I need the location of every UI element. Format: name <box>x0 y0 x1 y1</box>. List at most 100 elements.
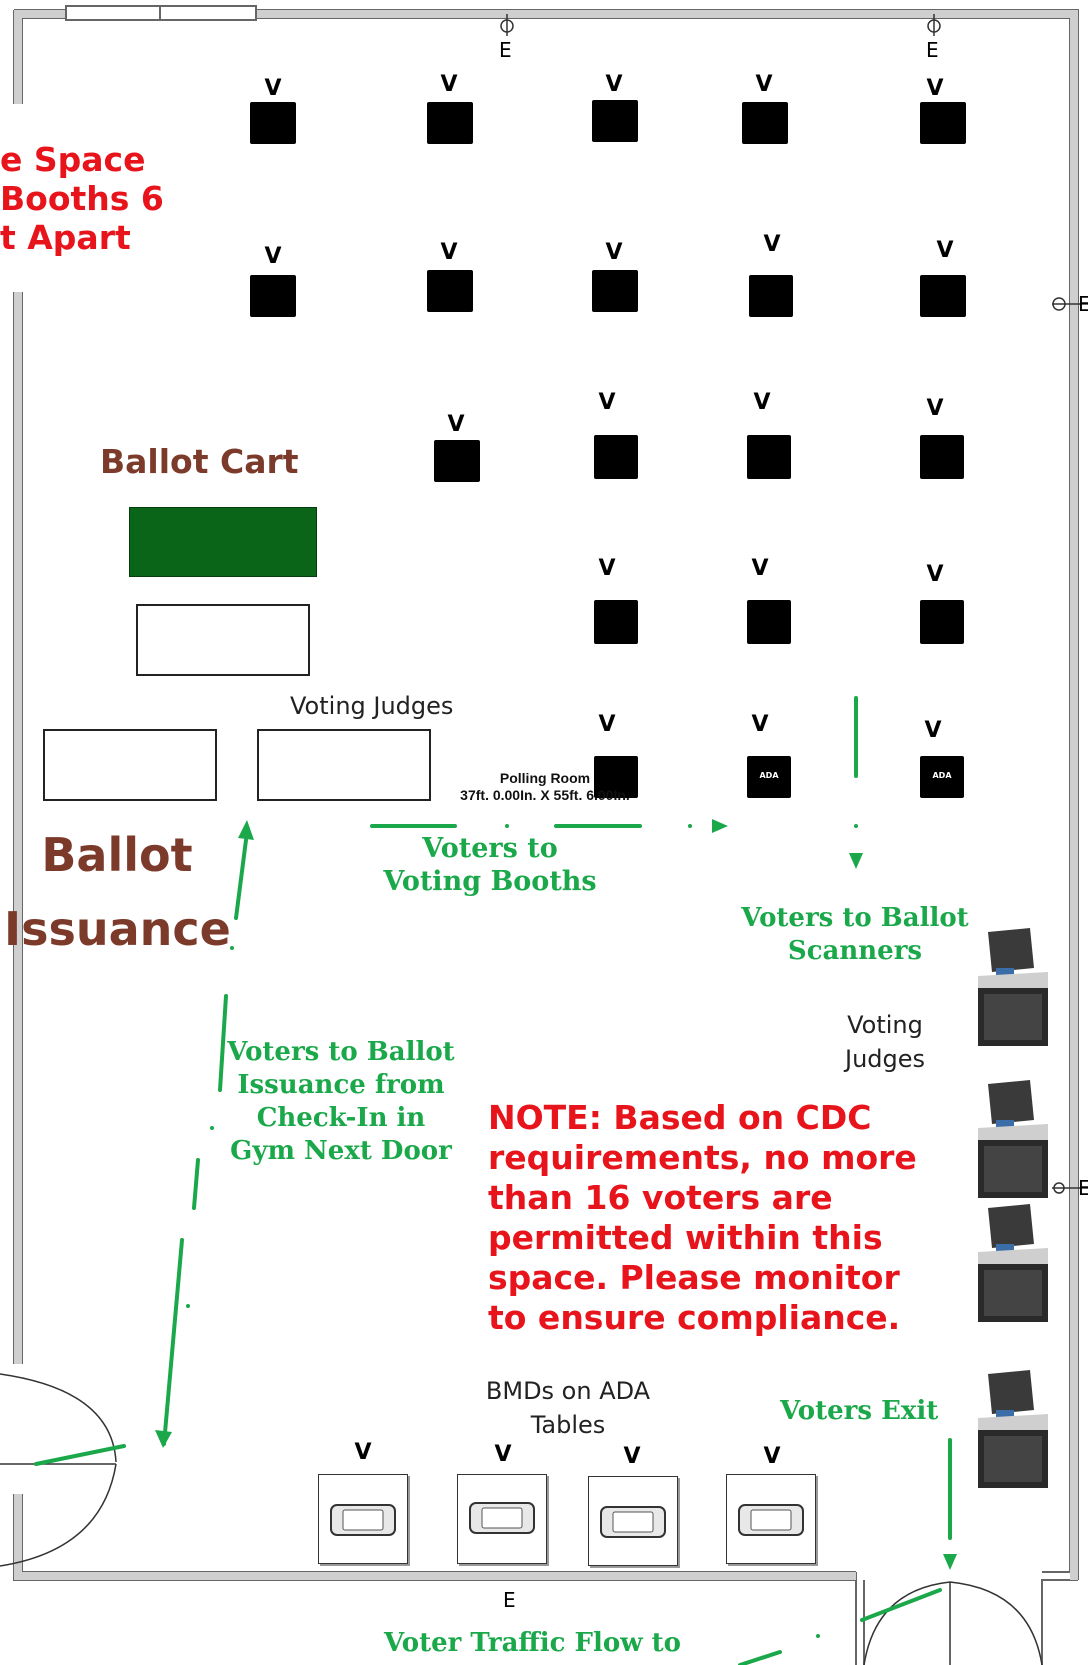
booth-v-label: V <box>598 712 616 737</box>
cdc-note-line-4: permitted within this <box>488 1218 883 1257</box>
voting-booth <box>427 270 473 312</box>
voting-booth <box>434 440 480 482</box>
bmds-line-1: BMDs on ADA <box>485 1377 651 1405</box>
voting-booth <box>592 100 638 142</box>
cdc-note: NOTE: Based on CDC requirements, no more… <box>488 1098 917 1338</box>
ballot-scanner-icon <box>978 1080 1048 1198</box>
booth-v-label: V <box>926 562 944 587</box>
outlet-label-5: E <box>503 1588 516 1612</box>
booth-v-label: V <box>763 232 781 257</box>
booth-v-label: V <box>598 390 616 415</box>
booth-spacing-line-3: t Apart <box>0 218 131 257</box>
booth-v-label: V <box>598 556 616 581</box>
table-2 <box>43 729 217 801</box>
booth-v-label: V <box>751 712 769 737</box>
tablet-icon <box>738 1504 804 1536</box>
voting-booth <box>742 102 788 144</box>
bmd-table <box>457 1474 547 1564</box>
booth-spacing-line-2: Booths 6 <box>0 179 164 218</box>
polling-room-name: Polling Room <box>499 770 591 786</box>
table-3 <box>257 729 431 801</box>
booth-v-label: V <box>936 238 954 263</box>
outlet-label-4: E <box>1078 1176 1088 1200</box>
bmd-v-label: V <box>494 1442 512 1467</box>
booth-v-label: V <box>753 390 771 415</box>
cdc-note-line-3: than 16 voters are <box>488 1178 833 1217</box>
tablet-icon <box>469 1502 535 1534</box>
booth-v-label: V <box>751 556 769 581</box>
voting-booth <box>594 600 638 644</box>
ballot-cart <box>129 507 317 577</box>
bmd-v-label: V <box>354 1440 372 1465</box>
voting-booth <box>427 102 473 144</box>
booth-spacing-note: e Space Booths 6 t Apart <box>0 140 164 257</box>
ballot-scanner-icon <box>978 1204 1048 1322</box>
voting-judges-right-line-2: Judges <box>844 1045 926 1073</box>
ballot-issuance-label: Ballot Issuance <box>4 818 231 966</box>
bmd-table <box>726 1474 816 1564</box>
outlet-label-1: E <box>499 38 512 62</box>
bmd-v-label: V <box>623 1444 641 1469</box>
bmds-label: BMDs on ADA Tables <box>468 1374 668 1442</box>
booth-v-label: V <box>264 244 282 269</box>
bmd-table <box>318 1474 408 1564</box>
tablet-icon <box>600 1506 666 1538</box>
ballot-cart-label: Ballot Cart <box>100 442 299 481</box>
voters-to-scanners-line-1: Voters to Ballot <box>741 903 969 933</box>
voting-judges-label: Voting Judges <box>290 692 454 720</box>
ballot-scanner-icon <box>978 928 1048 1046</box>
voting-booth <box>592 270 638 312</box>
voters-to-issuance-line-2: Issuance from <box>237 1070 445 1100</box>
cdc-note-line-5: space. Please monitor <box>488 1258 900 1297</box>
bmd-table <box>588 1476 678 1566</box>
traffic-flow-label: Voter Traffic Flow to <box>384 1628 681 1658</box>
outlet-label-2: E <box>926 38 939 62</box>
booth-spacing-line-1: e Space <box>0 140 146 179</box>
bmds-line-2: Tables <box>530 1411 606 1439</box>
ada-booth: ADA <box>920 756 964 798</box>
cdc-note-line-1: NOTE: Based on CDC <box>488 1098 872 1137</box>
voters-to-scanners-label: Voters to Ballot Scanners <box>730 902 980 968</box>
voters-to-issuance-line-4: Gym Next Door <box>230 1136 452 1166</box>
voters-exit-label: Voters Exit <box>780 1396 939 1426</box>
voters-to-scanners-line-2: Scanners <box>787 936 923 966</box>
voting-booth <box>594 756 638 798</box>
voting-judges-right-label: Voting Judges <box>820 1008 950 1076</box>
tablet-icon <box>330 1504 396 1536</box>
voting-booth <box>250 102 296 144</box>
polling-room-dimensions: 37ft. 0.00In. X 55ft. 6.00In. <box>460 787 630 803</box>
booth-v-label: V <box>440 72 458 97</box>
voting-booth <box>594 435 638 479</box>
booth-v-label: V <box>264 76 282 101</box>
voting-booth <box>920 600 964 644</box>
voting-judges-right-line-1: Voting <box>847 1011 923 1039</box>
voters-to-issuance-label: Voters to Ballot Issuance from Check-In … <box>226 1036 456 1168</box>
ada-booth: ADA <box>747 756 791 798</box>
voters-to-booths-line-1: Voters to <box>422 833 558 864</box>
ballot-issuance-line-1: Ballot <box>41 828 193 882</box>
voting-booth <box>920 102 966 144</box>
voting-booth <box>920 435 964 479</box>
ballot-issuance-line-2: Issuance <box>4 902 231 956</box>
voting-booth <box>747 435 791 479</box>
cdc-note-line-2: requirements, no more <box>488 1138 917 1177</box>
booth-v-label: V <box>755 72 773 97</box>
booth-v-label: V <box>447 412 465 437</box>
outlet-label-3: E <box>1078 292 1088 316</box>
booth-v-label: V <box>926 396 944 421</box>
booth-v-label: V <box>924 718 942 743</box>
polling-room-label: Polling Room 37ft. 0.00In. X 55ft. 6.00I… <box>430 770 660 804</box>
voters-to-booths-line-2: Voting Booths <box>383 866 597 897</box>
booth-v-label: V <box>926 76 944 101</box>
voting-booth <box>920 275 966 317</box>
cdc-note-line-6: to ensure compliance. <box>488 1298 901 1337</box>
voters-to-issuance-line-3: Check-In in <box>256 1103 426 1133</box>
voting-booth <box>250 275 296 317</box>
voting-booth <box>749 275 793 317</box>
voting-booth <box>747 600 791 644</box>
booth-v-label: V <box>440 240 458 265</box>
voters-to-issuance-line-1: Voters to Ballot <box>227 1037 455 1067</box>
table-1 <box>136 604 310 676</box>
voters-to-booths-label: Voters to Voting Booths <box>380 832 600 898</box>
